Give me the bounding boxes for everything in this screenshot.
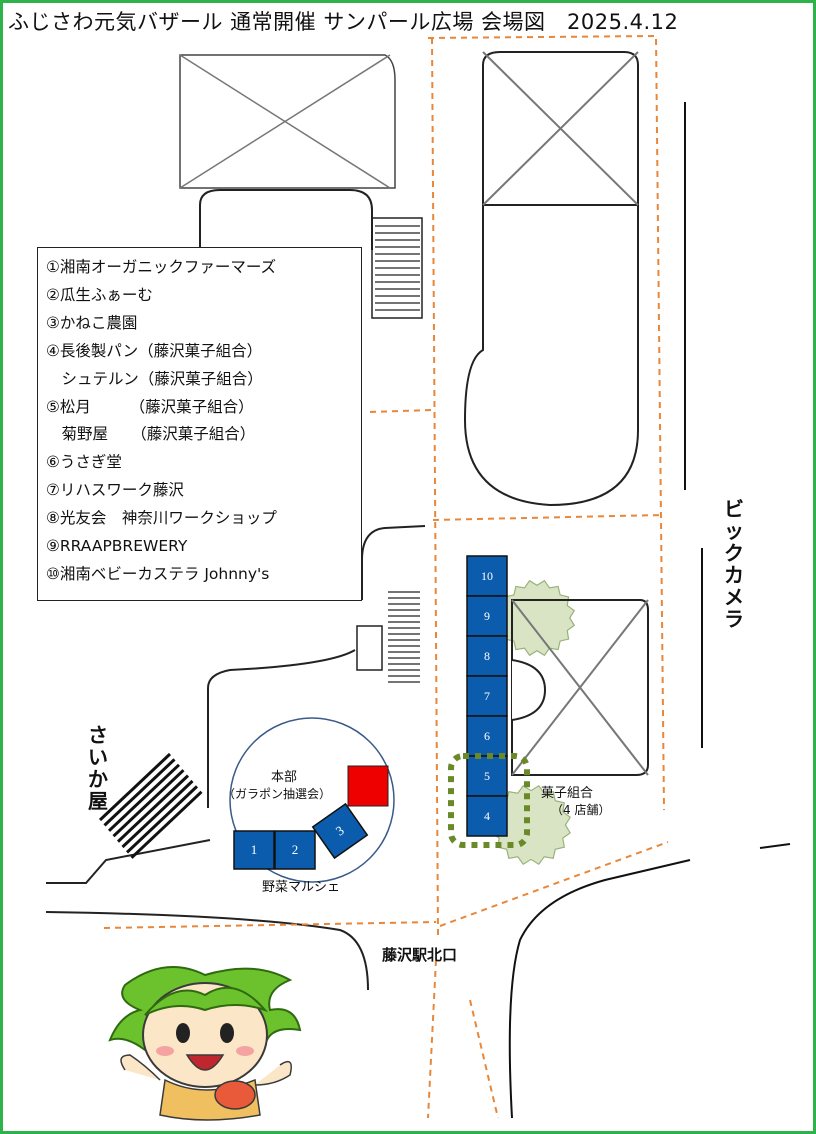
booth-9: 9: [466, 595, 508, 637]
svg-text:1: 1: [251, 842, 258, 857]
legend-item: ⑨RRAAPBREWERY: [46, 537, 188, 556]
legend-item: ⑩湘南ベビーカステラ Johnny's: [46, 564, 270, 583]
booth-8: 8: [466, 635, 508, 677]
building-outline-left: [199, 189, 373, 250]
legend-item: ②瓜生ふぁーむ: [46, 285, 153, 304]
legend-item: ⑧光友会 神奈川ワークショップ: [46, 509, 277, 528]
booth-2: 2: [274, 830, 316, 870]
kashi-highlight: [448, 753, 530, 848]
svg-text:9: 9: [484, 609, 490, 623]
svg-text:5: 5: [484, 769, 490, 783]
legend-item: ⑤松月 （藤沢菓子組合）: [46, 397, 254, 416]
label-bic-camera: ビックカメラ: [724, 497, 744, 631]
honbu-circle: [229, 717, 395, 883]
label-gara: （ガラポン抽選会）: [223, 787, 332, 801]
legend-item: ④長後製パン（藤沢菓子組合）: [46, 341, 263, 360]
legend-item: ①湘南オーガニックファーマーズ: [46, 258, 277, 276]
booth-10: 10: [466, 555, 508, 597]
booth-1: 1: [233, 830, 275, 870]
label-station: 藤沢駅北口: [382, 946, 458, 964]
svg-text:8: 8: [484, 649, 490, 663]
mascot-illustration: [108, 966, 302, 1121]
legend-box: ①湘南オーガニックファーマーズ ②瓜生ふぁーむ ③かねこ農園 ④長後製パン（藤沢菓子組…: [37, 247, 362, 601]
booth-5: 5: [466, 755, 508, 797]
svg-text:4: 4: [484, 809, 490, 823]
booth-7: 7: [466, 675, 508, 717]
booth-6: 6: [466, 715, 508, 757]
building-kashi: [511, 599, 649, 776]
honbu-booth: [347, 765, 389, 807]
svg-text:6: 6: [484, 729, 490, 743]
label-saikaya: さいか屋: [88, 723, 108, 813]
svg-text:2: 2: [292, 842, 299, 857]
walkway: [103, 34, 669, 1119]
small-box: [356, 625, 383, 671]
legend-item: ③かねこ農園: [46, 313, 138, 332]
booth-3: 3: [311, 802, 369, 860]
legend-item: ⑦リハスワーク藤沢: [46, 481, 184, 500]
label-kashi: 菓子組合: [541, 786, 594, 801]
legend-item: 菊野屋 （藤沢菓子組合）: [46, 425, 256, 444]
stairs-top: [371, 217, 423, 319]
booth-4: 4: [466, 795, 508, 837]
tree-upper: [498, 579, 576, 657]
svg-text:7: 7: [484, 689, 490, 703]
label-honbu: 本部: [271, 770, 298, 785]
legend-item: シュテルン（藤沢菓子組合）: [46, 369, 263, 388]
page-title: ふじさわ元気バザール 通常開催 サンパール広場 会場図 2025.4.12: [8, 10, 679, 34]
building-top-left: [179, 54, 396, 189]
legend-item: ⑥うさぎ堂: [46, 453, 122, 472]
building-top-right: [463, 51, 639, 507]
svg-text:10: 10: [481, 569, 493, 583]
label-yasai: 野菜マルシェ: [262, 880, 341, 895]
label-kashi-sub: （4 店舗）: [551, 803, 611, 817]
